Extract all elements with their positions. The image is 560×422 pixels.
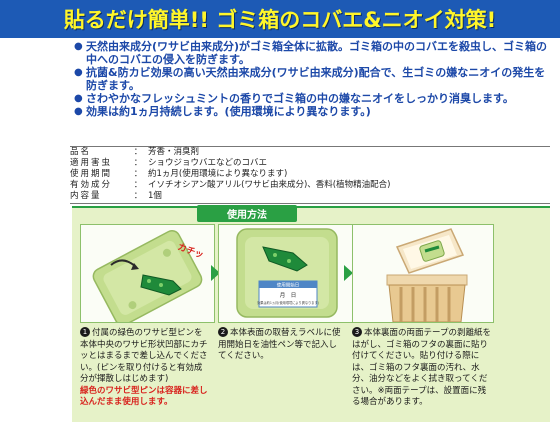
- device-icon: 使用開始日 月 日 効果は約1ヵ月(使用環境により異なります): [219, 225, 352, 322]
- label-note: 効果は約1ヵ月(使用環境により異なります): [257, 300, 319, 305]
- spec-colon: ：: [133, 169, 143, 179]
- step-number: 2: [218, 327, 228, 337]
- spec-label: 品名: [70, 147, 92, 157]
- step-number: 3: [352, 327, 362, 337]
- feature-list: 天然由来成分(ワサビ由来成分)がゴミ箱全体に拡散。ゴミ箱の中のコバエを殺虫し、ゴ…: [74, 40, 548, 118]
- spec-colon: ：: [133, 191, 143, 201]
- spec-row: 内容量 ： 1個: [70, 191, 550, 202]
- feature-item: 抗菌&防カビ効果の高い天然由来成分(ワサビ由来成分)配合で、生ゴミの嫌なニオイの…: [74, 66, 548, 92]
- spec-value: ショウジョウバエなどのコバエ: [148, 158, 268, 168]
- headline-banner: [0, 0, 560, 38]
- usage-title: 使用方法: [197, 205, 297, 222]
- device-icon: [419, 240, 445, 262]
- step1-illustration: カチッ: [80, 224, 215, 323]
- step1-note: 緑色のワサビ型ピンは容器に差し込んだまま使用します。: [80, 385, 208, 408]
- step2-description: 本体表面の取替えラベルに使用開始日を油性ペン等で記入してください。: [218, 328, 341, 361]
- step-number: 1: [80, 327, 90, 337]
- feature-item: 天然由来成分(ワサビ由来成分)がゴミ箱全体に拡散。ゴミ箱の中のコバエを殺虫し、ゴ…: [74, 40, 548, 66]
- step3-illustration: [352, 224, 494, 323]
- spec-colon: ：: [133, 147, 143, 157]
- spec-label: 使用期間: [70, 169, 113, 179]
- spec-label: 有効成分: [70, 180, 113, 190]
- pin-icon: [140, 274, 182, 296]
- step2-illustration: 使用開始日 月 日 効果は約1ヵ月(使用環境により異なります): [218, 224, 353, 323]
- spec-colon: ：: [133, 158, 143, 168]
- step3-description: 本体裏面の両面テープの剥離紙をはがし、ゴミ箱のフタの裏面に貼り付けてください。貼…: [352, 328, 491, 407]
- spec-label: 適用害虫: [70, 158, 113, 168]
- feature-item: 効果は約1ヵ月持続します。(使用環境により異なります。): [74, 105, 548, 118]
- spec-value: 約1ヵ月(使用環境により異なります): [148, 169, 288, 179]
- device-icon: カチッ: [81, 225, 214, 322]
- headline-title: 貼るだけ簡単!! ゴミ箱のコバエ&ニオイ対策!: [63, 8, 497, 32]
- pin-icon: [262, 246, 308, 272]
- step1-description: 付属の緑色のワサビ型ピンを本体中央のワサビ形状凹部にカチッとはまるまで差し込んで…: [80, 328, 208, 384]
- spec-colon: ：: [133, 180, 143, 190]
- trash-can-icon: [353, 225, 493, 322]
- spec-label: 内容量: [70, 191, 102, 201]
- spec-value: 芳香・消臭剤: [148, 147, 200, 157]
- spec-row: 有効成分 ： イソチオシアン酸アリル(ワサビ由来成分)、香料(植物精油配合): [70, 180, 550, 191]
- spec-row: 適用害虫 ： ショウジョウバエなどのコバエ: [70, 158, 550, 169]
- spec-value: 1個: [148, 191, 162, 201]
- arrow-icon: [211, 265, 220, 281]
- label-heading: 使用開始日: [277, 282, 300, 289]
- spec-value: イソチオシアン酸アリル(ワサビ由来成分)、香料(植物精油配合): [148, 180, 391, 190]
- label-date: 月 日: [280, 292, 297, 299]
- arrow-icon: [344, 265, 353, 281]
- spec-row: 使用期間 ： 約1ヵ月(使用環境により異なります): [70, 169, 550, 180]
- spec-table: 品名 ： 芳香・消臭剤 適用害虫 ： ショウジョウバエなどのコバエ 使用期間 ： 約1ヵ月(…: [70, 146, 550, 204]
- feature-item: さわやかなフレッシュミントの香りでゴミ箱の中の嫌なニオイをしっかり消臭します。: [74, 92, 548, 105]
- spec-row: 品名 ： 芳香・消臭剤: [70, 147, 550, 158]
